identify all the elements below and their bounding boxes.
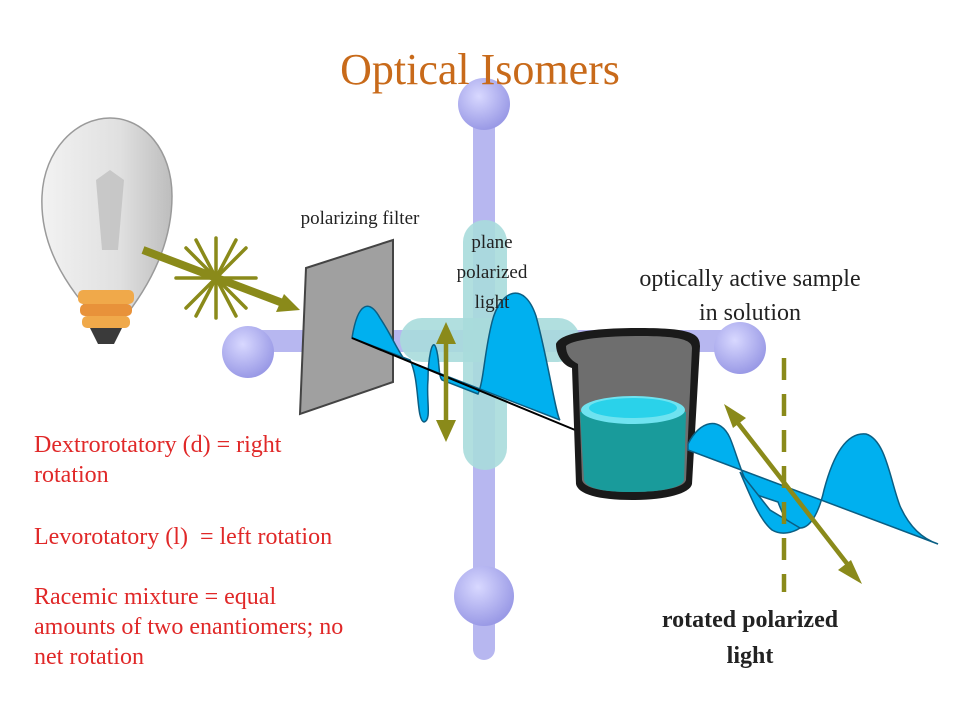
polarization-double-arrow bbox=[436, 322, 456, 442]
sample-label: optically active sample in solution bbox=[639, 266, 861, 326]
polarizing-filter-panel bbox=[298, 238, 394, 416]
note-levorotatory: Levorotatory (l) = left rotation bbox=[34, 524, 333, 550]
rotated-polarization-arrow bbox=[724, 404, 862, 584]
polarizing-filter-label: polarizing filter bbox=[300, 208, 420, 229]
rotated-wave bbox=[687, 422, 939, 545]
polarized-wave bbox=[351, 292, 581, 433]
light-bulb-icon bbox=[41, 117, 173, 344]
plane-polarized-light-label: plane polarized light bbox=[456, 232, 528, 313]
rotated-light-label: rotated polarized light bbox=[661, 607, 839, 669]
note-dextrorotatory: Dextrorotatory (d) = right rotation bbox=[34, 432, 282, 488]
beaker-icon bbox=[556, 328, 700, 500]
incoming-light-arrow bbox=[141, 246, 290, 309]
note-racemic: Racemic mixture = equal amounts of two e… bbox=[34, 584, 344, 670]
page-title: Optical Isomers bbox=[340, 45, 620, 94]
